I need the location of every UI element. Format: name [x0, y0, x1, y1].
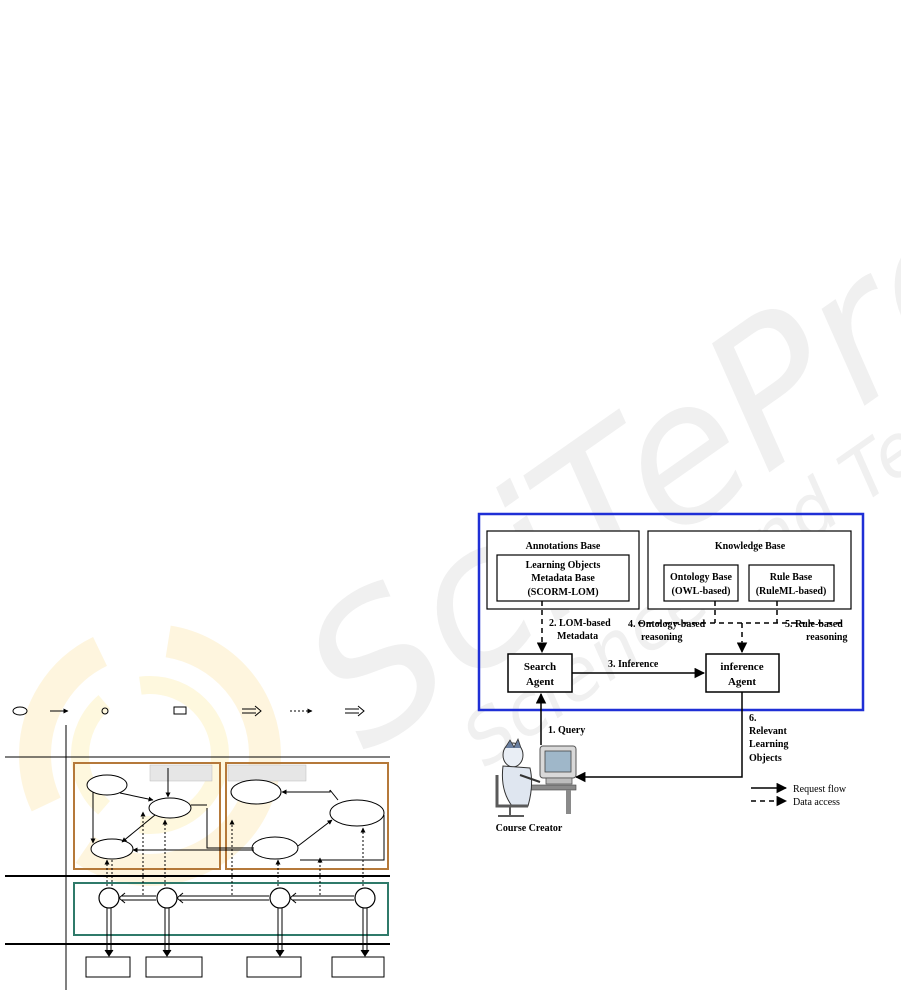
left-agent-2 — [156, 887, 178, 909]
lom-metadata-base-line3: (SCORM-LOM) — [527, 587, 598, 598]
lom-metadata-base-line1: Learning Objects — [526, 560, 601, 571]
lom-metadata-label-1: 2. LOM-based — [549, 618, 611, 629]
inference-label: 3. Inference — [608, 659, 659, 670]
rule-base-box — [748, 564, 835, 602]
data-access-legend-label: Data access — [793, 797, 840, 808]
inference-agent-line2: Agent — [728, 676, 756, 688]
left-panel-b — [225, 762, 389, 870]
watermark-logo-icon — [19, 624, 281, 886]
ontology-reasoning-label-1: 4. Ontology-based — [628, 619, 706, 630]
left-agent-links — [118, 892, 354, 904]
ontology-reasoning-label-2: reasoning — [641, 632, 683, 643]
left-agent-3 — [269, 887, 291, 909]
ontology-base-line1: Ontology Base — [670, 572, 733, 583]
rule-reasoning-label-2: reasoning — [806, 632, 848, 643]
system-frame — [477, 512, 865, 712]
result-label-1: 6. — [749, 713, 757, 724]
left-output-links — [104, 908, 370, 957]
result-label-4: Objects — [749, 753, 782, 764]
left-panel-a — [73, 762, 221, 870]
lom-metadata-base-line2: Metadata Base — [531, 573, 595, 584]
rule-reasoning-label-1: 5. Rule-based — [785, 619, 843, 630]
left-panel-a-grid — [149, 764, 213, 782]
reasoning-data-access — [638, 601, 845, 654]
legend-ellipse-icon — [12, 706, 28, 716]
right-legend: Request flow Data access — [751, 782, 847, 808]
legend-double-arrow-icon — [242, 705, 262, 717]
inference-agent-box — [705, 653, 780, 693]
result-arrow — [574, 692, 743, 783]
result-label-2: Relevant — [749, 726, 787, 737]
left-output-box-2 — [145, 956, 203, 978]
query-label: 1. Query — [548, 725, 585, 736]
rule-base-line1: Rule Base — [770, 572, 813, 583]
legend-circle-icon — [101, 707, 109, 715]
legend-rect-icon — [173, 706, 187, 715]
annotations-base-title: Annotations Base — [526, 541, 601, 552]
lom-metadata-base-box — [496, 554, 630, 602]
course-creator-label: Course Creator — [496, 823, 563, 834]
lom-metadata-label-2: Metadata — [557, 631, 598, 642]
left-agent-1 — [98, 887, 120, 909]
ontology-base-line2: (OWL-based) — [672, 586, 731, 597]
legend-double-arrow-icon-2 — [345, 705, 365, 717]
left-node-a3 — [90, 838, 134, 860]
search-agent-line1: Search — [524, 661, 556, 673]
left-output-box-1 — [85, 956, 131, 978]
left-node-b1 — [230, 779, 282, 805]
left-output-box-4 — [331, 956, 385, 978]
left-node-b2 — [329, 799, 385, 827]
search-agent-line2: Agent — [526, 676, 554, 688]
search-agent-box — [507, 653, 573, 693]
left-output-box-3 — [246, 956, 302, 978]
left-panel-b-grid — [227, 764, 307, 782]
knowledge-base-title: Knowledge Base — [715, 541, 786, 552]
left-panel-connectors — [90, 768, 385, 861]
left-node-a1 — [86, 774, 128, 796]
course-creator-icon — [495, 737, 577, 817]
left-node-a2 — [148, 797, 192, 819]
left-node-b3 — [251, 836, 299, 860]
request-flow-legend-label: Request flow — [793, 784, 847, 795]
rule-base-line2: (RuleML-based) — [756, 586, 827, 597]
left-figure — [5, 705, 390, 990]
left-dotted-links — [104, 811, 366, 895]
left-green-panel — [73, 882, 389, 936]
result-label-3: Learning — [749, 739, 788, 750]
inference-agent-line1: inference — [720, 661, 763, 673]
ontology-base-box — [663, 564, 739, 602]
left-legend — [12, 705, 365, 717]
right-figure: Annotations Base Learning Objects Metada… — [477, 512, 865, 834]
left-agent-4 — [354, 887, 376, 909]
